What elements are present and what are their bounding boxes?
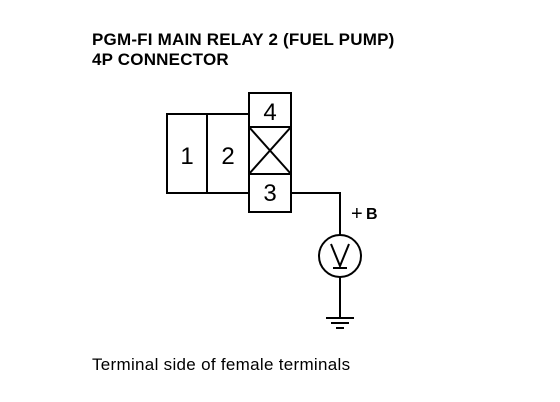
terminal-1-label: 1 xyxy=(180,143,193,170)
connector-body-right xyxy=(248,92,292,213)
terminal-2-label: 2 xyxy=(221,143,234,170)
x-cross-icon xyxy=(248,126,292,175)
battery-plus-sign: + xyxy=(351,203,363,225)
terminal-side-caption: Terminal side of female terminals xyxy=(92,355,351,374)
diagram-title-line-1: PGM-FI MAIN RELAY 2 (FUEL PUMP) xyxy=(92,30,395,49)
battery-b-label: B xyxy=(366,206,378,223)
terminal-4-label: 4 xyxy=(263,99,276,126)
voltmeter-icon xyxy=(318,234,362,278)
ground-icon xyxy=(326,317,354,329)
probe-wire xyxy=(291,192,341,235)
terminal-3-label: 3 xyxy=(263,180,276,207)
diagram-title-line-2: 4P CONNECTOR xyxy=(92,50,229,69)
